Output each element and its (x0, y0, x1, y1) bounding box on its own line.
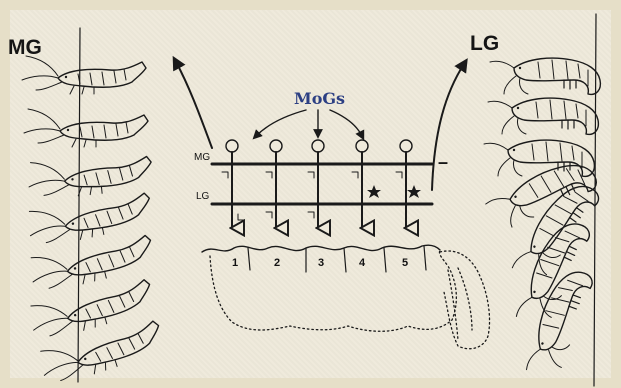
segment-3-label: 3 (318, 257, 324, 269)
segment-1-label: 1 (232, 257, 238, 269)
motor-giant-3 (308, 140, 324, 228)
motor-giant-2 (266, 140, 282, 228)
mg-crayfish-frame-2 (24, 109, 148, 147)
lg-crayfish-frame-1 (490, 58, 600, 94)
lg-crayfish-frame-7 (523, 265, 595, 381)
mogs-label: MoGs (294, 89, 345, 108)
giant-axon-circuit: MG – LG (194, 140, 448, 228)
mogs-arrow-1 (256, 110, 306, 136)
lg-crayfish-sequence (484, 14, 602, 386)
abdomen-dorsal-outline (202, 245, 440, 252)
motor-giant-1 (222, 140, 244, 228)
mg-left-label: MG (8, 36, 42, 59)
mg-minus-sign: – (438, 152, 448, 172)
lg-synapse-star-2 (407, 185, 421, 198)
motor-giant-4 (352, 140, 381, 228)
lg-crayfish-frame-2 (488, 98, 598, 134)
segment-5-label: 5 (402, 257, 408, 269)
lg-right-label: LG (470, 32, 499, 55)
segment-2-label: 2 (274, 257, 280, 269)
abdomen-segments: 1 2 3 4 5 (202, 245, 490, 349)
tail-fan-outline (440, 251, 490, 349)
mg-output-arrow (176, 62, 212, 148)
mg-crayfish-frame-1 (22, 56, 146, 94)
mogs-fanout-arrows (256, 110, 362, 136)
lg-axon-label: LG (196, 191, 210, 202)
mg-crayfish-frame-4 (26, 186, 155, 249)
mg-crayfish-frame-3 (27, 150, 154, 201)
mg-crayfish-sequence (22, 28, 167, 388)
segment-4-label: 4 (359, 257, 366, 269)
abdomen-ventral-outline (210, 250, 456, 331)
mg-axon-label: MG (194, 152, 210, 163)
lg-crayfish-frame-3 (484, 140, 594, 176)
motor-giant-5 (396, 140, 421, 228)
mg-crayfish-frame-7 (37, 314, 167, 388)
lg-synapse-star-1 (367, 185, 381, 198)
mogs-arrow-3 (330, 110, 362, 136)
